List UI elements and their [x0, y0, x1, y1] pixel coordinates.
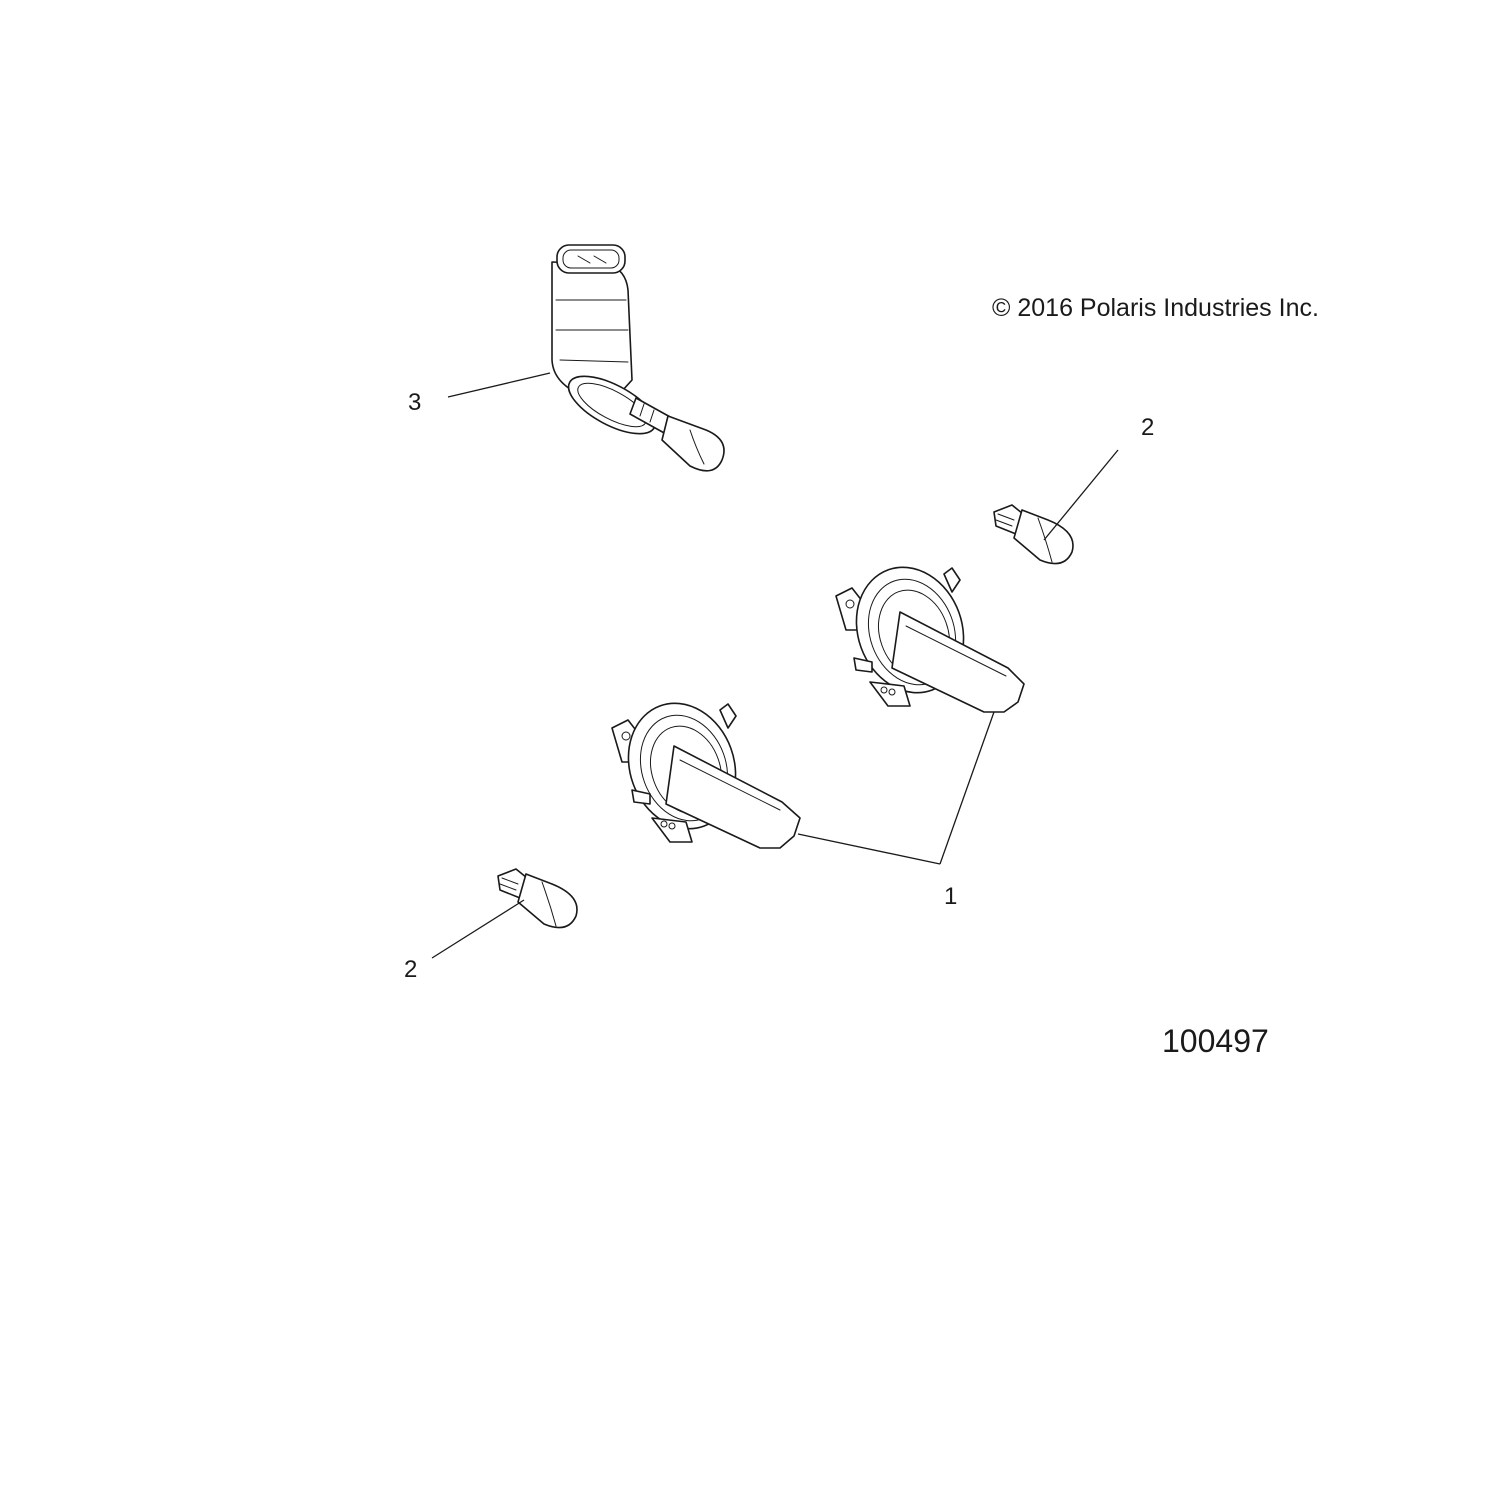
callout-part-2-lower: 2 [404, 956, 417, 983]
headlight-bulb-lower[interactable] [611, 688, 801, 849]
leader-part-3 [447, 372, 551, 398]
callout-part-2-upper: 2 [1141, 414, 1154, 441]
leader-part-2-lower [431, 899, 525, 959]
leader-part-2-upper [1043, 449, 1119, 541]
wedge-bulb-upper[interactable] [993, 504, 1074, 565]
callout-part-3: 3 [408, 389, 421, 416]
callout-part-1: 1 [944, 883, 957, 910]
bulb-with-connector[interactable] [551, 244, 725, 472]
leader-part-1-lower [797, 833, 941, 865]
headlight-bulb-upper[interactable] [835, 552, 1025, 713]
copyright-notice: © 2016 Polaris Industries Inc. [992, 294, 1319, 322]
leader-lines [431, 372, 1119, 959]
leader-part-1-upper [939, 711, 995, 865]
wedge-bulb-lower[interactable] [497, 868, 578, 929]
figure-id: 100497 [1162, 1023, 1269, 1059]
